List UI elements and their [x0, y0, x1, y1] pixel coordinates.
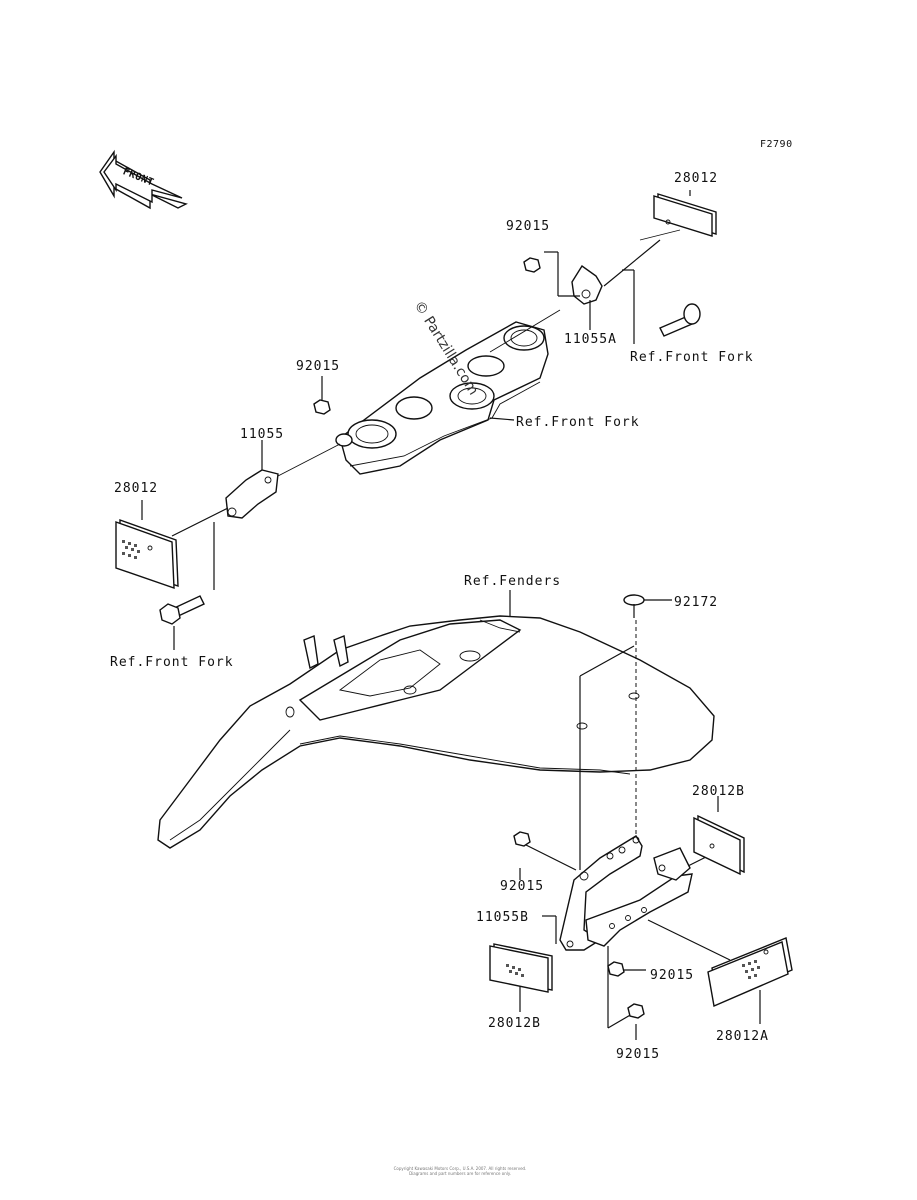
- nut-92015-bracket-right: [607, 961, 625, 977]
- label-28012b-bottom: 28012B: [488, 1016, 541, 1031]
- front-arrow-icon: [99, 149, 188, 210]
- footer-copyright: Copyright Kawasaki Motors Corp., U.S.A. …: [250, 1166, 670, 1176]
- bolt-left: [159, 595, 205, 625]
- label-11055b: 11055B: [476, 910, 529, 925]
- label-92015-bracket-bottom: 92015: [616, 1047, 661, 1062]
- label-92172: 92172: [674, 595, 719, 610]
- label-92015-bracket-right: 92015: [650, 968, 695, 983]
- diagram-code: F2790: [760, 139, 793, 150]
- reflector-28012a: [707, 937, 793, 1007]
- nut-92015-bracket-left: [513, 831, 531, 847]
- reflector-28012-left: [115, 519, 179, 589]
- footer-line-1: Copyright Kawasaki Motors Corp., U.S.A. …: [393, 1166, 527, 1171]
- nut-92015-left: [313, 399, 331, 415]
- label-ref-front-fork-right: Ref.Front Fork: [630, 350, 754, 365]
- nut-92015-top: [523, 257, 541, 273]
- fender-assembly: [157, 615, 715, 849]
- nut-92015-bracket-bottom: [627, 1003, 645, 1019]
- screw-92172: [623, 594, 672, 618]
- label-28012-top: 28012: [674, 171, 719, 186]
- reflector-28012b-bottom: [489, 943, 553, 993]
- bracket-11055a: [571, 264, 603, 305]
- label-28012a: 28012A: [716, 1029, 769, 1044]
- label-ref-fenders: Ref.Fenders: [464, 574, 562, 589]
- label-11055: 11055: [240, 427, 285, 442]
- label-11055a: 11055A: [564, 332, 617, 347]
- label-28012b-top: 28012B: [692, 784, 745, 799]
- footer-line-2: Diagrams and part numbers are for refere…: [409, 1171, 511, 1176]
- label-92015-bracket-left: 92015: [500, 879, 545, 894]
- label-ref-front-fork-left: Ref.Front Fork: [110, 655, 234, 670]
- upper-leader-lines: [141, 190, 691, 650]
- bracket-11055b: [559, 835, 693, 951]
- bracket-11055: [225, 469, 279, 519]
- reflector-28012b-top: [693, 814, 745, 876]
- label-92015-top: 92015: [506, 219, 551, 234]
- label-92015-left: 92015: [296, 359, 341, 374]
- label-28012-left: 28012: [114, 481, 159, 496]
- bolt-right: [659, 303, 701, 337]
- fork-bracket-assembly: [335, 321, 549, 475]
- label-ref-front-fork-mid: Ref.Front Fork: [516, 415, 640, 430]
- reflector-28012-top: [639, 193, 717, 241]
